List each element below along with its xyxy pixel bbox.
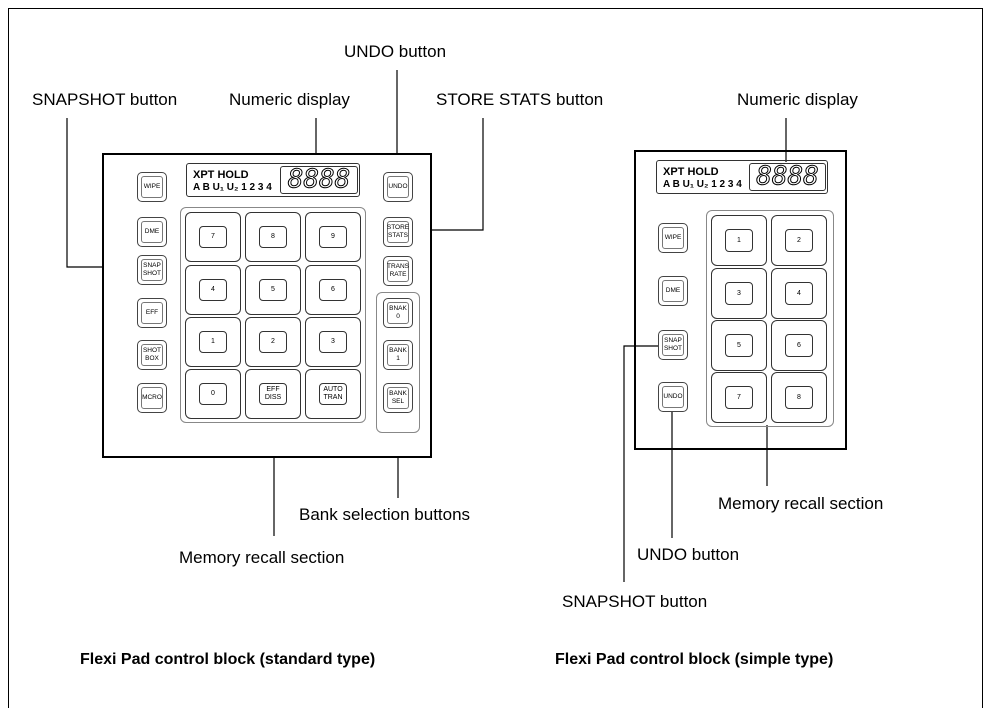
key-7-simple[interactable]: 7 (711, 372, 767, 423)
snapshot-button-simple[interactable]: SNAP SHOT (658, 330, 688, 360)
numeric-display-label: Numeric display (229, 90, 350, 109)
key-5[interactable]: 5 (245, 265, 301, 315)
undo-button-label: UNDO button (344, 42, 447, 61)
bank-sel-button[interactable]: BANK SEL (383, 383, 413, 413)
snapshot-button[interactable]: SNAP SHOT (137, 255, 167, 285)
digit-readout-simple: 8888 (749, 161, 826, 192)
bank-selection-group (376, 292, 420, 433)
key-3-simple[interactable]: 3 (711, 268, 767, 319)
bank-0-button[interactable]: BNAK 0 (383, 298, 413, 328)
snapshot-button-label: SNAPSHOT button (32, 90, 178, 109)
key-2-simple[interactable]: 2 (771, 215, 827, 266)
undo-button[interactable]: UNDO (383, 172, 413, 202)
xpt-hold-text-simple: XPT HOLD (663, 166, 719, 178)
figure-frame (8, 8, 983, 708)
key-4-simple[interactable]: 4 (771, 268, 827, 319)
memory-recall-section (180, 207, 366, 423)
store-stats-button[interactable]: STORE STATS (383, 217, 413, 247)
dme-button-simple[interactable]: DME (658, 276, 688, 306)
store-stats-button-label: STORE STATS button (436, 90, 604, 109)
key-6-simple[interactable]: 6 (771, 320, 827, 371)
key-8-simple[interactable]: 8 (771, 372, 827, 423)
auto-tran-key[interactable]: AUTO TRAN (305, 369, 361, 419)
shot-box-button[interactable]: SHOT BOX (137, 340, 167, 370)
eff-diss-key[interactable]: EFF DISS (245, 369, 301, 419)
bank-selection-buttons-label: Bank selection buttons (299, 505, 471, 524)
numeric-display-simple: XPT HOLD A B U₁ U₂ 1 2 3 4 8888 (656, 160, 828, 194)
xpt-hold-text: XPT HOLD (193, 169, 249, 181)
bank-1-button[interactable]: BANK 1 (383, 340, 413, 370)
key-3[interactable]: 3 (305, 317, 361, 367)
undo-button-simple[interactable]: UNDO (658, 382, 688, 412)
simple-control-block: XPT HOLD A B U₁ U₂ 1 2 3 4 8888 WIPE DME… (634, 150, 847, 450)
key-6[interactable]: 6 (305, 265, 361, 315)
simple-type-caption: Flexi Pad control block (simple type) (555, 651, 834, 668)
numeric-display-label-simple: Numeric display (737, 90, 858, 109)
eff-button[interactable]: EFF (137, 298, 167, 328)
key-1-simple[interactable]: 1 (711, 215, 767, 266)
key-5-simple[interactable]: 5 (711, 320, 767, 371)
memory-recall-section-simple (706, 210, 834, 427)
memory-recall-section-label: Memory recall section (179, 548, 345, 567)
key-9[interactable]: 9 (305, 212, 361, 262)
undo-button-label-simple: UNDO button (637, 545, 740, 564)
numeric-display: XPT HOLD A B U₁ U₂ 1 2 3 4 8888 (186, 163, 360, 197)
standard-type-caption: Flexi Pad control block (standard type) (80, 651, 376, 668)
snapshot-button-label-simple: SNAPSHOT button (562, 592, 708, 611)
key-0[interactable]: 0 (185, 369, 241, 419)
dme-button[interactable]: DME (137, 217, 167, 247)
digit-readout: 8888 (280, 164, 358, 195)
trans-rate-button[interactable]: TRANS RATE (383, 256, 413, 286)
key-7[interactable]: 7 (185, 212, 241, 262)
key-1[interactable]: 1 (185, 317, 241, 367)
key-8[interactable]: 8 (245, 212, 301, 262)
key-4[interactable]: 4 (185, 265, 241, 315)
display-indicators: A B U₁ U₂ 1 2 3 4 (193, 182, 272, 193)
mcro-button[interactable]: MCRO (137, 383, 167, 413)
key-2[interactable]: 2 (245, 317, 301, 367)
standard-control-block: WIPE DME SNAP SHOT EFF SHOT BOX MCRO XPT… (102, 153, 432, 458)
wipe-button-simple[interactable]: WIPE (658, 223, 688, 253)
display-indicators-simple: A B U₁ U₂ 1 2 3 4 (663, 179, 742, 190)
memory-recall-section-label-simple: Memory recall section (718, 494, 884, 513)
wipe-button[interactable]: WIPE (137, 172, 167, 202)
